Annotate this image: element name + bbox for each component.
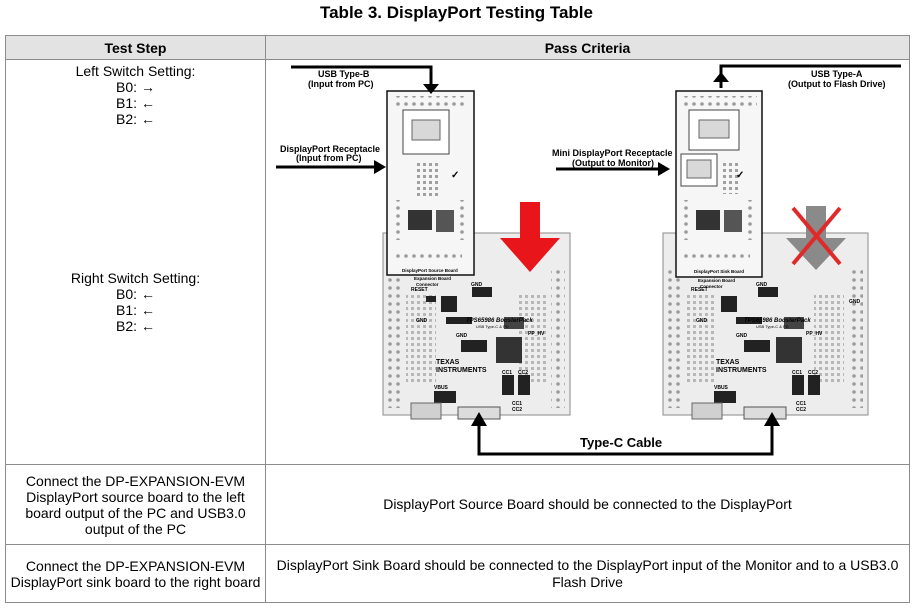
- left-pphv-label: PP_HV: [528, 331, 545, 337]
- table-title: Table 3. DisplayPort Testing Table: [319, 3, 593, 22]
- right-dp-label-2: (Output to Monitor): [572, 158, 654, 168]
- left-vbus: VBUS: [434, 385, 449, 391]
- left-usb-label-2: (Input from PC): [308, 79, 374, 89]
- left-booster-board: RESET GND GND GND TPS65986 BoosterPack U…: [382, 232, 571, 420]
- cable-left-arrowhead: [471, 412, 487, 426]
- type-c-cable-label: Type-C Cable: [580, 435, 662, 450]
- left-gnd-mid: GND: [456, 333, 468, 339]
- right-board-name: TPS65986 BoosterPack: [744, 318, 811, 324]
- left-connector-label-1: Expansion Board: [414, 276, 451, 281]
- right-sink-board: ✓ DisplayPort Sink Board Expansion Board…: [675, 90, 763, 289]
- left-board-sub: USB Type-C & PD: [476, 324, 509, 329]
- row-2-step: Connect the DP-EXPANSION-EVM DisplayPort…: [5, 544, 266, 603]
- table-row: Left Switch Setting: B0: → B1: ← B2: ← R…: [5, 59, 910, 465]
- header-pass-criteria: Pass Criteria: [265, 35, 910, 60]
- left-switch-heading: Left Switch Setting:: [75, 63, 196, 79]
- left-switch-setting: Left Switch Setting: B0: → B1: ← B2: ←: [6, 63, 265, 127]
- right-switch-b0: B0: ←: [116, 286, 155, 302]
- type-c-cable-line: [477, 420, 774, 456]
- table-row: Connect the DP-EXPANSION-EVM DisplayPort…: [5, 464, 910, 545]
- right-gnd-right: GND: [849, 299, 861, 305]
- right-usb-label-2: (Output to Flash Drive): [788, 79, 886, 89]
- right-connector-label-2: Connector: [700, 284, 723, 289]
- right-gnd-left: GND: [696, 318, 708, 324]
- left-usb-arrowhead: [423, 84, 439, 94]
- right-switch-heading: Right Switch Setting:: [70, 270, 201, 286]
- right-dp-arrowhead: [658, 162, 670, 176]
- right-switch-setting: Right Switch Setting: B0: ← B1: ← B2: ←: [6, 270, 265, 334]
- header-test-step: Test Step: [5, 35, 266, 60]
- right-cc1: CC1: [792, 370, 802, 376]
- left-ti-symbol: ✓: [451, 170, 459, 181]
- figure-cell: RESET GND GND GND TPS65986 BoosterPack U…: [265, 59, 910, 465]
- left-gnd-left: GND: [416, 318, 428, 324]
- left-ti-logo-2: INSTRUMENTS: [436, 367, 487, 374]
- board-setup-figure: RESET GND GND GND TPS65986 BoosterPack U…: [276, 64, 901, 456]
- right-switch-b1: B1: ←: [116, 302, 155, 318]
- left-reset-label: RESET: [411, 287, 428, 293]
- row-1-criteria: DisplayPort Source Board should be conne…: [265, 464, 910, 545]
- right-ti-logo-1: TEXAS: [716, 359, 740, 366]
- left-small-board-label: DisplayPort Source Board: [402, 268, 458, 273]
- left-usb-label-1: USB Type-B: [318, 69, 370, 79]
- right-cc2: CC2: [808, 370, 818, 376]
- left-source-board: ✓ DisplayPort Source Board Expansion Boa…: [386, 90, 475, 287]
- right-vbus: VBUS: [714, 385, 729, 391]
- displayport-testing-table: Test Step Pass Criteria Left Switch Sett…: [5, 35, 910, 603]
- right-small-board-label: DisplayPort Sink Board: [694, 269, 744, 274]
- left-dp-label-2: (Input from PC): [296, 153, 362, 163]
- right-usb-arrowhead: [713, 72, 729, 82]
- row-1-step: Connect the DP-EXPANSION-EVM DisplayPort…: [5, 464, 266, 545]
- red-x-icon: [791, 206, 842, 266]
- left-dp-arrowhead: [374, 160, 386, 174]
- row-2-criteria: DisplayPort Sink Board should be connect…: [265, 544, 910, 603]
- right-cc2-b: CC2: [796, 407, 806, 413]
- left-dp-label-1: DisplayPort Receptacle: [280, 144, 380, 154]
- right-cc1-b: CC1: [796, 401, 806, 407]
- right-ti-logo-2: INSTRUMENTS: [716, 367, 767, 374]
- right-usb-label-1: USB Type-A: [811, 69, 863, 79]
- cable-right-arrowhead: [764, 412, 780, 426]
- left-switch-b2: B2: ←: [116, 111, 155, 127]
- right-pphv-label: PP_HV: [806, 331, 823, 337]
- left-cc2: CC2: [518, 370, 528, 376]
- left-board-name: TPS65986 BoosterPack: [466, 318, 533, 324]
- right-board-sub: USB Type-C & PD: [756, 324, 789, 329]
- header-row: Test Step Pass Criteria: [5, 35, 910, 60]
- right-gnd-mid: GND: [736, 333, 748, 339]
- right-ti-symbol: ✓: [736, 170, 744, 181]
- right-switch-b2: B2: ←: [116, 318, 155, 334]
- left-switch-b0: B0: →: [116, 79, 155, 95]
- left-usb-arrow-line: [291, 65, 433, 88]
- left-gnd-top: GND: [471, 282, 483, 288]
- left-connector-label-2: Connector: [416, 282, 439, 287]
- red-down-arrow-icon: [500, 202, 560, 272]
- left-cc2-b: CC2: [512, 407, 522, 413]
- left-switch-b1: B1: ←: [116, 95, 155, 111]
- right-reset-label: RESET: [691, 287, 708, 293]
- switch-settings-cell: Left Switch Setting: B0: → B1: ← B2: ← R…: [5, 59, 266, 465]
- left-cc1-b: CC1: [512, 401, 522, 407]
- right-gnd-top: GND: [756, 282, 768, 288]
- left-cc1: CC1: [502, 370, 512, 376]
- left-ti-logo-1: TEXAS: [436, 359, 460, 366]
- table-row: Connect the DP-EXPANSION-EVM DisplayPort…: [5, 544, 910, 603]
- right-connector-label-1: Expansion Board: [698, 278, 735, 283]
- right-dp-label-1: Mini DisplayPort Receptacle: [552, 148, 673, 158]
